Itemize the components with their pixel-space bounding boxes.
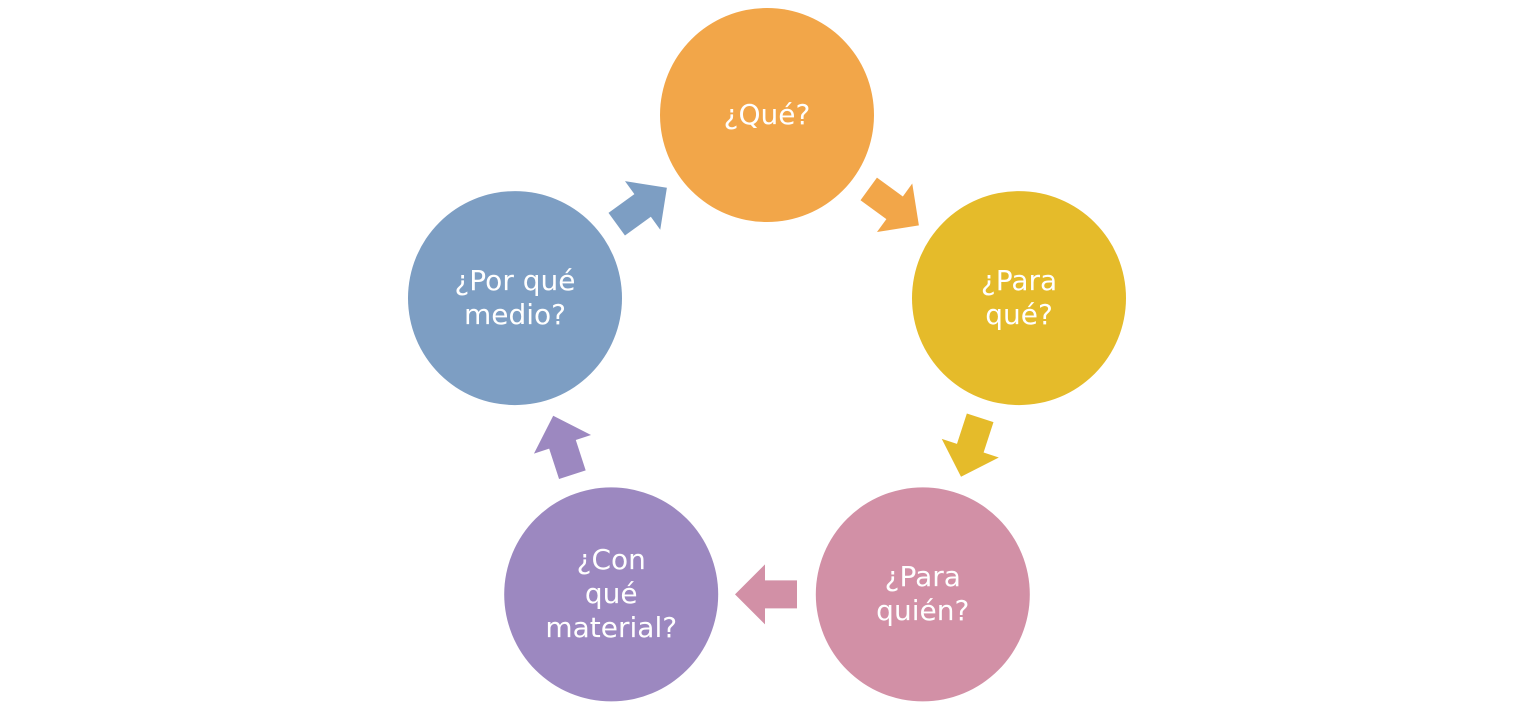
nodes-layer	[408, 8, 1126, 702]
arrow-con-que-material-to-por-que-medio	[533, 415, 592, 480]
node-circle-que	[660, 8, 874, 222]
node-circle-con-que-material	[504, 487, 719, 702]
arrow-para-quien-to-con-que-material	[735, 564, 797, 625]
node-circle-para-que	[912, 191, 1126, 406]
node-circle-por-que-medio	[408, 191, 622, 406]
edges-layer	[533, 177, 999, 625]
arrow-por-que-medio-to-que	[608, 181, 667, 236]
arrow-shape	[860, 177, 919, 233]
arrow-shape	[735, 564, 797, 625]
arrow-que-to-para-que	[860, 177, 919, 233]
arrow-shape	[941, 413, 999, 477]
node-circle-para-quien	[815, 487, 1030, 702]
arrow-para-que-to-para-quien	[941, 413, 999, 477]
arrow-shape	[533, 415, 592, 480]
arrow-shape	[608, 181, 667, 236]
